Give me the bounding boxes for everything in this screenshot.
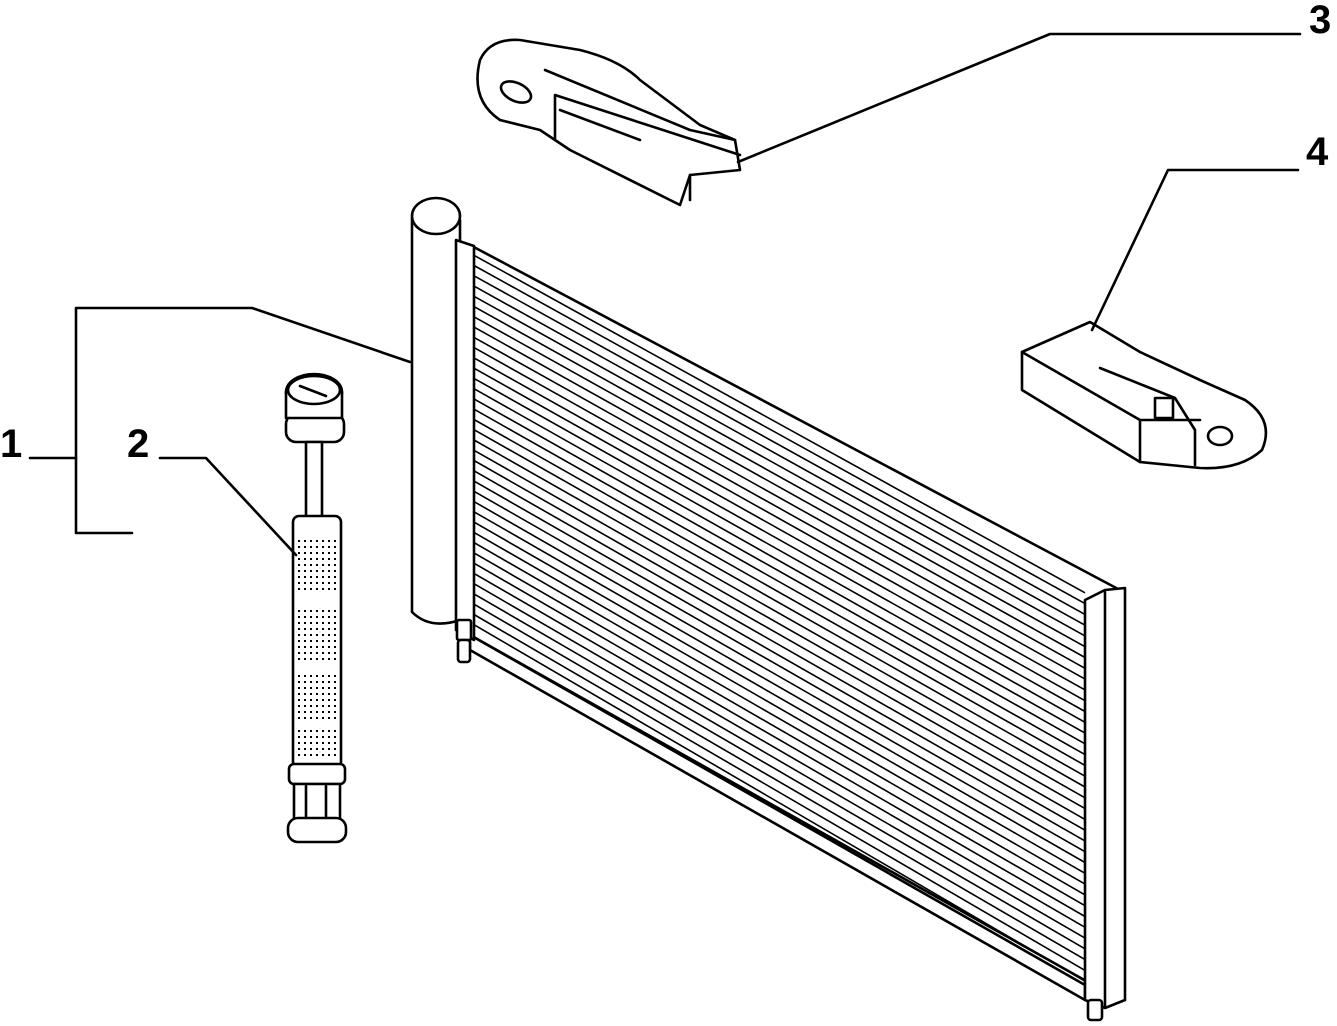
callout-4-label: 4: [1306, 130, 1329, 174]
callout-2-label: 2: [127, 422, 150, 466]
callout-1-label: 1: [0, 422, 23, 466]
condenser-fins: [473, 254, 1086, 982]
receiver-drier-part: [284, 372, 348, 844]
condenser-part: [410, 196, 1127, 1022]
leader-lines: [28, 32, 1302, 557]
drier-texture: [298, 540, 336, 756]
callout-3-label: 3: [1309, 0, 1332, 42]
upper-bracket-part: [476, 38, 742, 207]
side-bracket-part: [1020, 320, 1268, 470]
